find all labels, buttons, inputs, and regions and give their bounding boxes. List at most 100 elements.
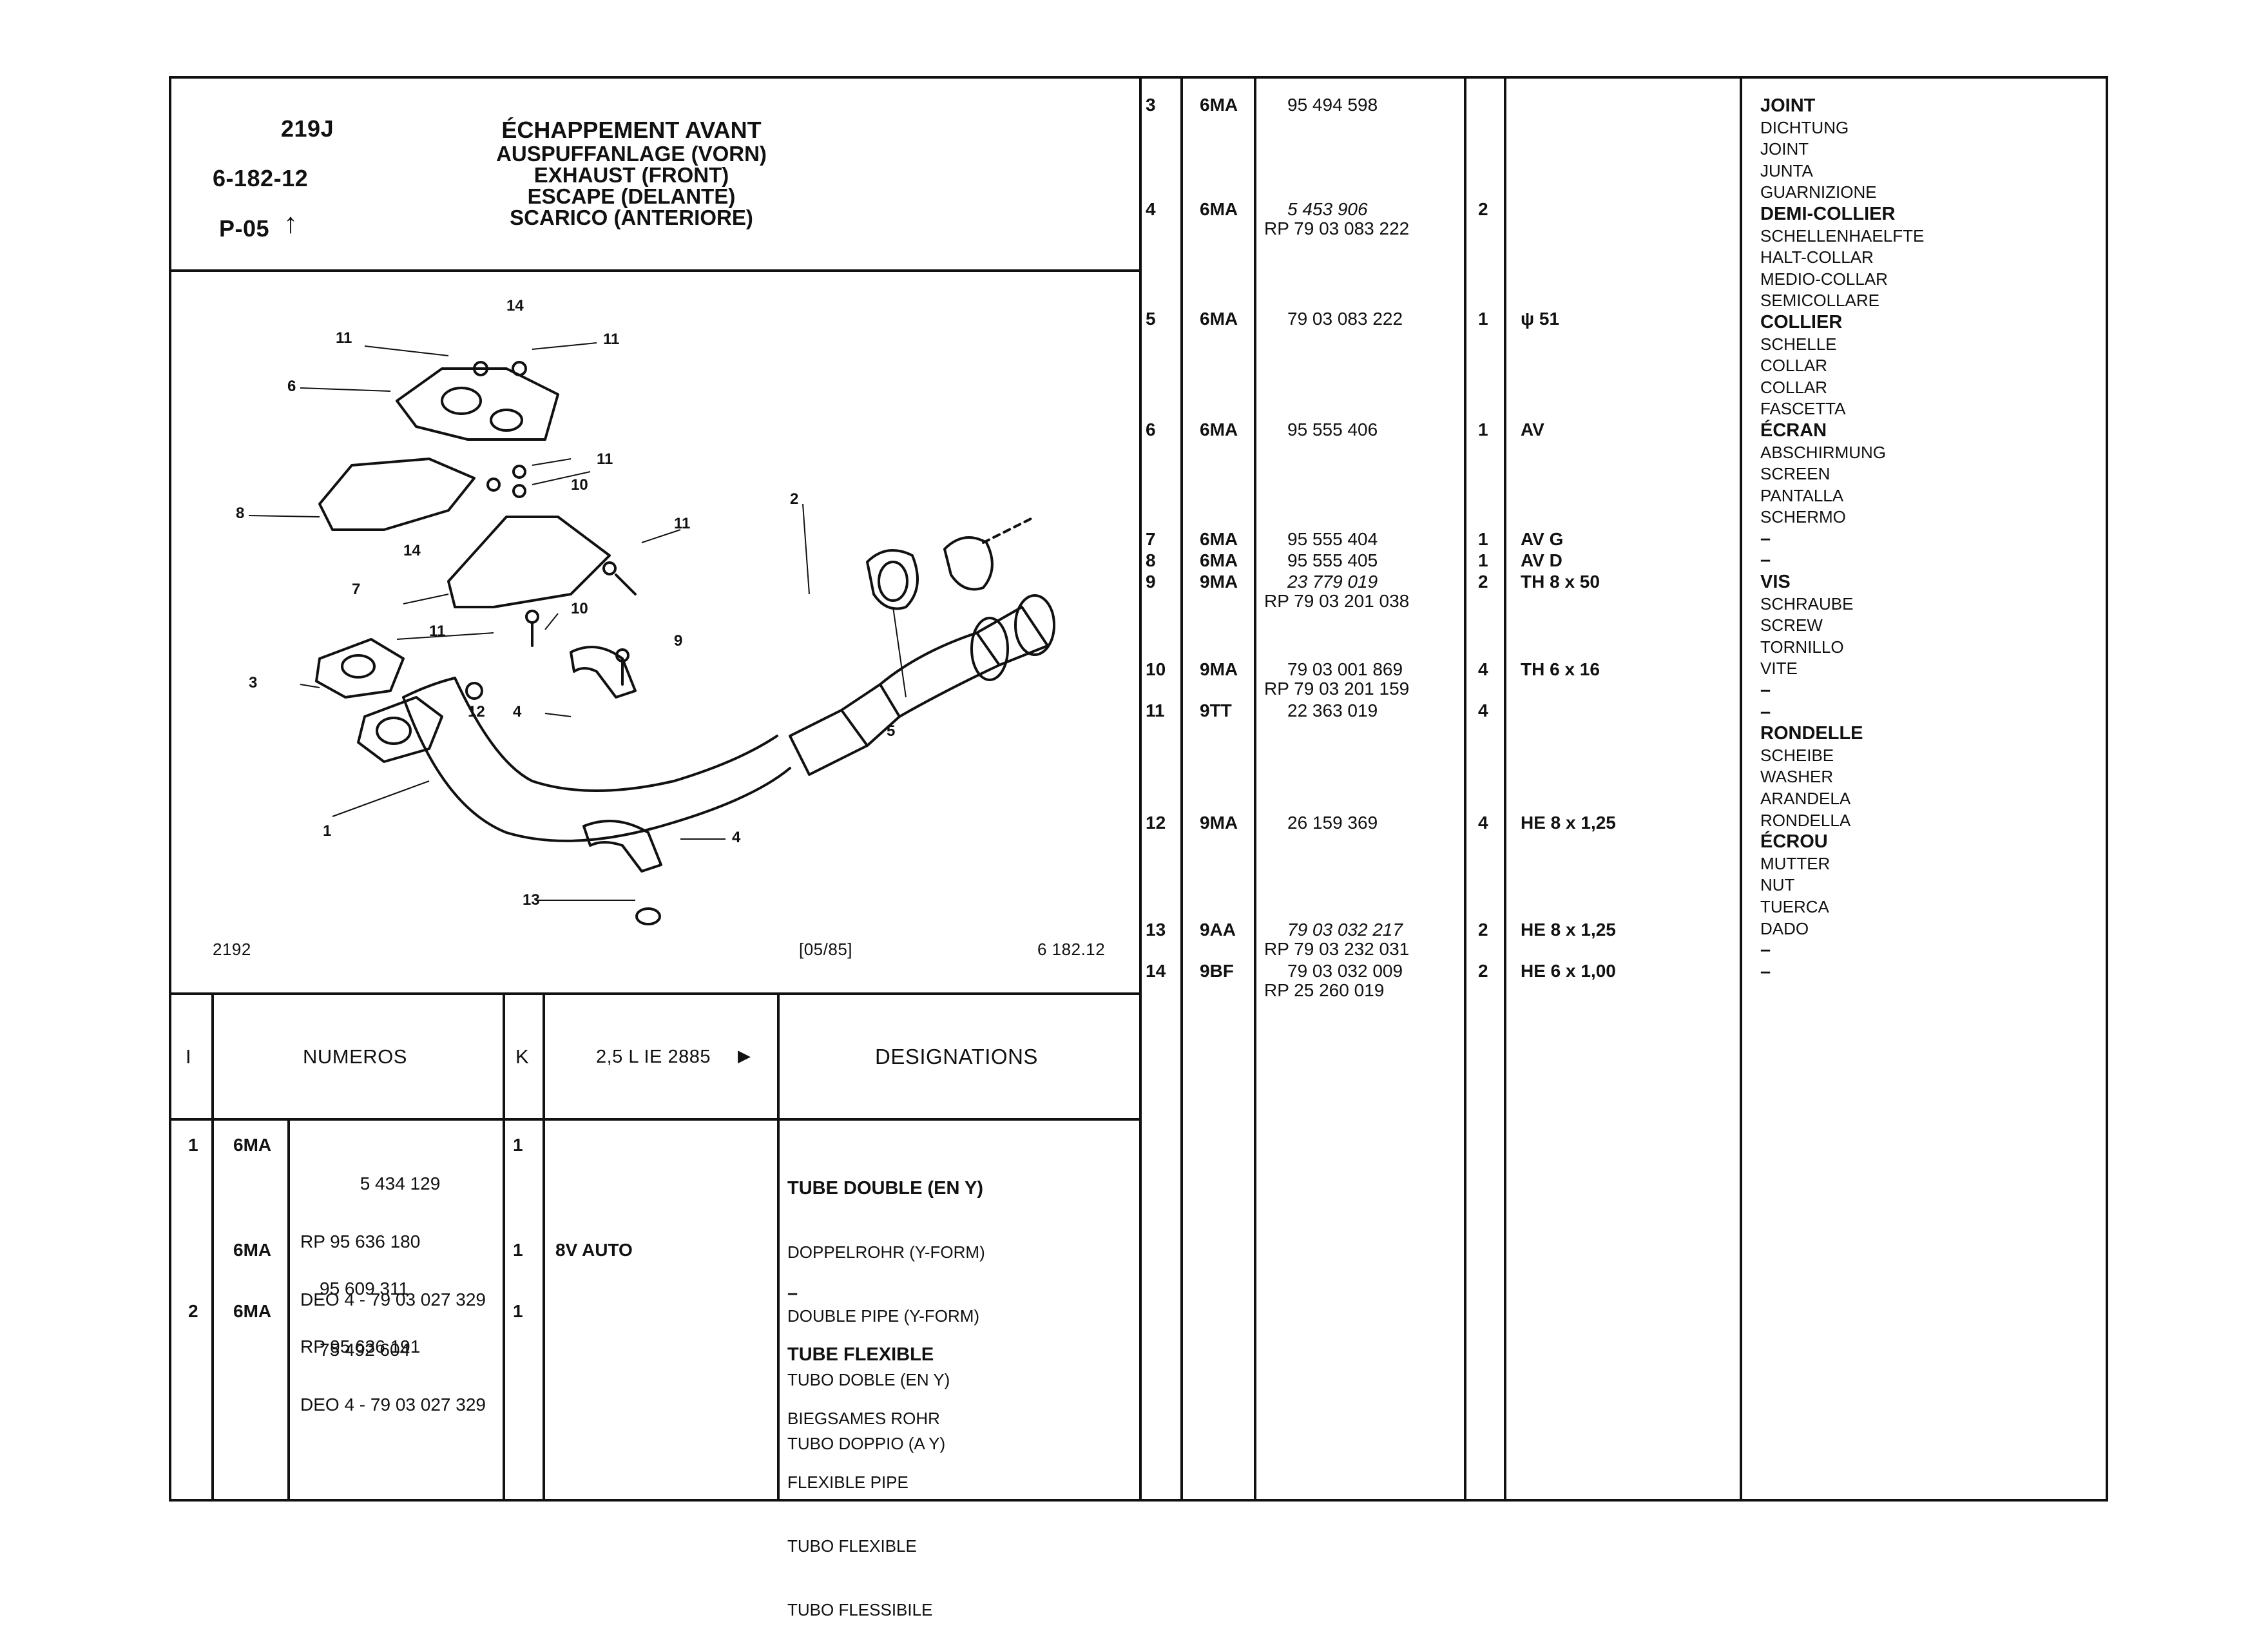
left-row-3-numbers: 75 492 604 xyxy=(320,1340,410,1360)
callout-11b: 11 xyxy=(603,331,619,348)
right-row-5-item: 5 xyxy=(1146,309,1156,329)
double-pipe-upper xyxy=(454,677,778,792)
right-row-10-k: 4 xyxy=(1478,659,1488,679)
half-collar-lower xyxy=(582,820,662,873)
right-row-7-numbers: 95 555 404 xyxy=(1287,529,1378,549)
right-row-10-code: 9MA xyxy=(1200,659,1238,679)
right-designation-1-lang-4: GUARNIZIONE xyxy=(1760,182,1877,202)
right-designation-2-lang-4: SEMICOLLARE xyxy=(1760,291,1879,311)
right-row-13-item: 13 xyxy=(1146,920,1166,940)
right-row-8-application: AV D xyxy=(1521,550,1562,570)
callout-7: 7 xyxy=(352,581,360,598)
right-designation-9-main: – xyxy=(1760,701,1771,722)
left-row-2-application: 8V AUTO xyxy=(555,1240,633,1260)
col-header-numeros: NUMEROS xyxy=(303,1045,407,1068)
right-row-14-code: 9BF xyxy=(1200,961,1234,981)
right-designation-5-main: – xyxy=(1760,528,1771,549)
right-designation-3-main: COLLIER xyxy=(1760,311,1843,333)
right-designation-11-lang-4: DADO xyxy=(1760,918,1809,938)
right-row-5-numbers: 79 03 083 222 xyxy=(1287,309,1403,329)
title-it: SCARICO (ANTERIORE) xyxy=(510,206,753,229)
right-row-12-k: 4 xyxy=(1478,813,1488,833)
right-row-8-k: 1 xyxy=(1478,550,1488,570)
right-row-10-application: TH 6 x 16 xyxy=(1521,659,1600,679)
right-designation-3-lang-2: COLLAR xyxy=(1760,356,1828,376)
right-row-10-item: 10 xyxy=(1146,659,1166,679)
right-row-12-item: 12 xyxy=(1146,813,1166,833)
callout-11a: 11 xyxy=(336,329,352,347)
double-pipe-lower xyxy=(402,696,791,842)
collar-ring xyxy=(943,536,994,591)
right-row-13-application: HE 8 x 1,25 xyxy=(1521,920,1616,940)
right-designation-4-lang-3: PANTALLA xyxy=(1760,485,1844,505)
right-row-8-code: 6MA xyxy=(1200,550,1238,570)
callout-9: 9 xyxy=(674,632,682,650)
screen-middle xyxy=(318,458,476,531)
collar-clamp xyxy=(866,549,919,610)
callout-4a: 4 xyxy=(513,703,522,720)
right-row-11-code: 9TT xyxy=(1200,700,1232,720)
right-row-14-item: 14 xyxy=(1146,961,1166,981)
title-de: AUSPUFFANLAGE (VORN) xyxy=(496,142,767,166)
sheet-code: 219J xyxy=(281,115,334,142)
right-row-3-item: 3 xyxy=(1146,95,1156,115)
callout-2: 2 xyxy=(790,490,798,508)
right-row-4-code: 6MA xyxy=(1200,199,1238,219)
right-row-9-application: TH 8 x 50 xyxy=(1521,572,1600,592)
right-designation-7-lang-4: VITE xyxy=(1760,659,1798,679)
left-row-3-designation: TUBE FLEXIBLE BIEGSAMES ROHR FLEXIBLE PI… xyxy=(787,1344,940,1619)
right-row-7-k: 1 xyxy=(1478,529,1488,549)
right-designation-7-lang-3: TORNILLO xyxy=(1760,637,1844,657)
left-row-2-numbers: 95 609 311 RP 95 636 191 DEO 4 - 79 03 0… xyxy=(300,1279,486,1415)
sheet-titles: ÉCHAPPEMENT AVANT AUSPUFFANLAGE (VORN) E… xyxy=(451,117,812,229)
right-designation-6-main: – xyxy=(1760,550,1771,571)
right-designation-1-main: JOINT xyxy=(1760,95,1816,116)
flange-front xyxy=(357,696,443,763)
right-designation-10-lang-3: ARANDELA xyxy=(1760,789,1851,808)
callout-3: 3 xyxy=(249,674,257,691)
right-row-5-application: ψ 51 xyxy=(1521,309,1560,329)
col-header-designations: DESIGNATIONS xyxy=(875,1045,1038,1068)
right-designation-7-main: VIS xyxy=(1760,572,1791,593)
right-row-4-k: 2 xyxy=(1478,199,1488,219)
callout-13: 13 xyxy=(523,891,540,909)
diagram-footer-date: [05/85] xyxy=(799,940,853,959)
callout-8: 8 xyxy=(236,505,244,522)
right-row-4-item: 4 xyxy=(1146,199,1156,219)
left-row-1-code: 6MA xyxy=(233,1135,272,1155)
right-designation-3-lang-1: SCHELLE xyxy=(1760,334,1837,354)
half-collar-upper xyxy=(570,646,637,699)
right-designation-11-main: ÉCROU xyxy=(1760,831,1828,853)
right-row-12-code: 9MA xyxy=(1200,813,1238,833)
left-row-1-item: 1 xyxy=(188,1135,198,1155)
right-row-8-item: 8 xyxy=(1146,550,1156,570)
callout-10a: 10 xyxy=(571,476,588,494)
right-designation-10-lang-4: RONDELLA xyxy=(1760,810,1851,830)
right-designation-7-lang-1: SCHRAUBE xyxy=(1760,594,1854,613)
sheet-page: P-05 xyxy=(219,215,270,242)
callout-11d: 11 xyxy=(674,515,690,532)
sheet-ref: 6-182-12 xyxy=(213,165,309,191)
right-row-5-k: 1 xyxy=(1478,309,1488,329)
right-row-9-item: 9 xyxy=(1146,572,1156,592)
diagram-footer-left: 2192 xyxy=(213,940,251,959)
right-row-11-numbers: 22 363 019 xyxy=(1287,700,1378,720)
right-row-6-item: 6 xyxy=(1146,420,1156,439)
exhaust-exploded-diagram: 11 14 11 6 11 10 8 14 11 2 7 10 11 9 3 1… xyxy=(236,297,1055,925)
left-row-2-designation: – xyxy=(787,1283,798,1304)
title-es: ESCAPE (DELANTE) xyxy=(527,184,736,208)
callout-4b: 4 xyxy=(732,829,741,846)
right-row-3-numbers: 95 494 598 xyxy=(1287,95,1378,115)
right-designation-10-main: RONDELLE xyxy=(1760,723,1863,744)
screen-upper xyxy=(396,367,559,441)
right-row-7-application: AV G xyxy=(1521,529,1564,549)
left-row-1-designation: TUBE DOUBLE (EN Y) DOPPELROHR (Y-FORM) D… xyxy=(787,1178,985,1453)
screen-lower xyxy=(447,516,611,608)
right-designation-4-lang-2: SCREEN xyxy=(1760,464,1831,484)
right-designation-8-main: – xyxy=(1760,680,1771,701)
right-designation-2-lang-1: SCHELLENHAELFTE xyxy=(1760,226,1925,246)
right-row-7-item: 7 xyxy=(1146,529,1156,549)
